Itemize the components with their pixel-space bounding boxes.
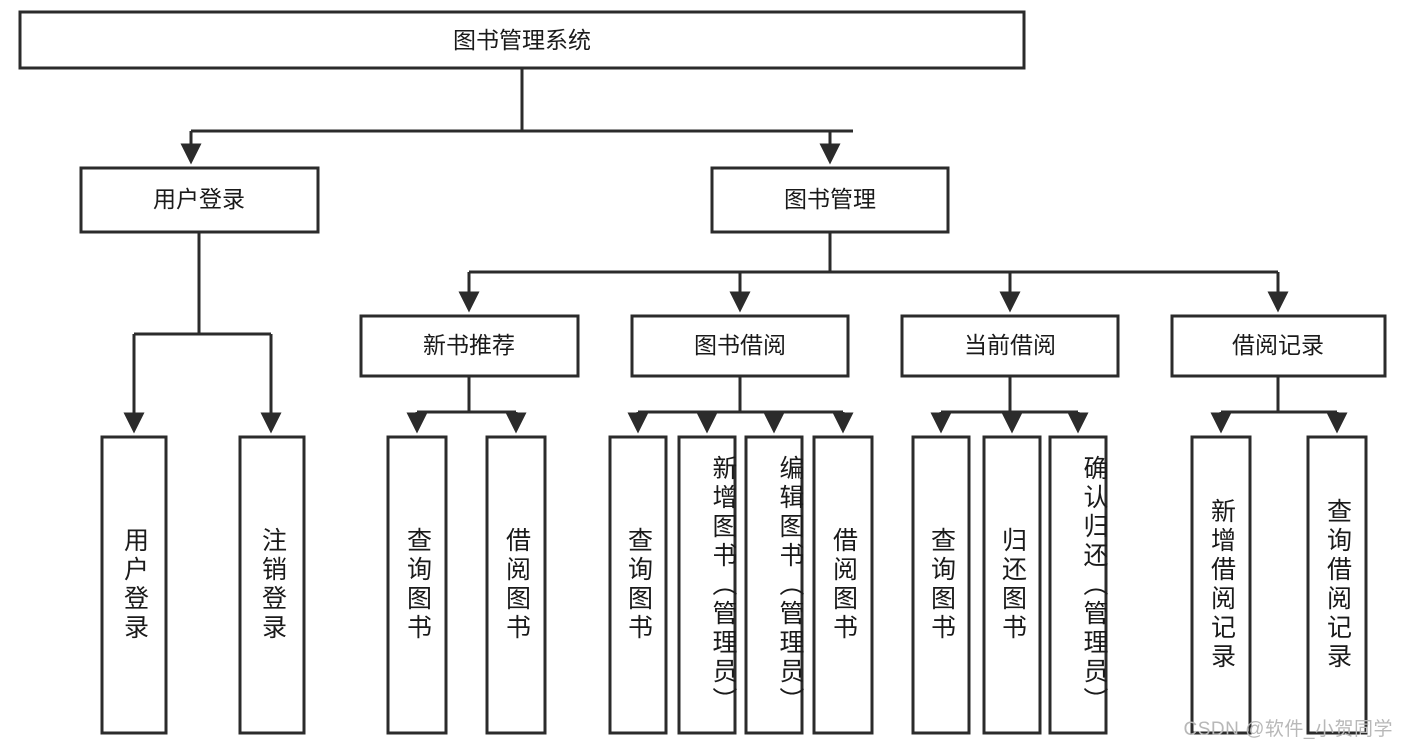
node-book-management-label: 图书管理	[784, 186, 876, 212]
node-new-book-recommend-box[interactable]	[359, 314, 580, 378]
leaf-box-confirm-return[interactable]	[1048, 435, 1108, 735]
node-user-login-box[interactable]	[79, 166, 320, 234]
node-user-login-label: 用户登录	[153, 186, 245, 212]
node-user-login[interactable]: 用户登录	[79, 166, 320, 234]
node-current-borrow[interactable]: 当前借阅	[900, 314, 1120, 378]
leaf-box-logout[interactable]	[238, 435, 306, 735]
leaf-box-add-record[interactable]	[1190, 435, 1252, 735]
leaf-box-borrow-book-2[interactable]	[812, 435, 874, 735]
leaf-boxes	[100, 435, 1368, 735]
connector-group-borrow	[627, 376, 854, 434]
leaf-box-add-book-admin[interactable]	[677, 435, 737, 735]
leaf-box-return-book[interactable]	[982, 435, 1042, 735]
leaf-box-query-record[interactable]	[1306, 435, 1368, 735]
node-book-borrow[interactable]: 图书借阅	[630, 314, 850, 378]
node-borrow-records-box[interactable]	[1170, 314, 1387, 378]
node-root-label: 图书管理系统	[453, 27, 591, 53]
connector-group-user-login	[123, 232, 282, 434]
leaf-box-query-book-2[interactable]	[608, 435, 668, 735]
leaf-box-edit-book-admin[interactable]	[744, 435, 804, 735]
node-borrow-records-label: 借阅记录	[1232, 332, 1324, 358]
connector-group-root	[180, 68, 853, 165]
node-book-management-box[interactable]	[710, 166, 950, 234]
node-root[interactable]: 图书管理系统	[18, 10, 1026, 70]
node-book-management[interactable]: 图书管理	[710, 166, 950, 234]
node-current-borrow-box[interactable]	[900, 314, 1120, 378]
connector-group-records	[1210, 376, 1348, 434]
connector-group-current	[930, 376, 1089, 434]
node-current-borrow-label: 当前借阅	[964, 332, 1056, 358]
connector-group-new-book	[406, 376, 527, 434]
node-book-borrow-box[interactable]	[630, 314, 850, 378]
watermark: CSDN @软件_小贺同学	[1183, 719, 1393, 740]
node-book-borrow-label: 图书借阅	[694, 332, 786, 358]
leaf-box-user-login[interactable]	[100, 435, 168, 735]
leaf-box-query-book-3[interactable]	[911, 435, 971, 735]
node-new-book-recommend[interactable]: 新书推荐	[359, 314, 580, 378]
node-new-book-recommend-label: 新书推荐	[423, 332, 515, 358]
leaf-box-borrow-book-1[interactable]	[485, 435, 547, 735]
node-borrow-records[interactable]: 借阅记录	[1170, 314, 1387, 378]
connector-group-book-mgmt	[458, 232, 1289, 313]
leaf-box-query-book-1[interactable]	[386, 435, 448, 735]
node-root-box[interactable]	[18, 10, 1026, 70]
